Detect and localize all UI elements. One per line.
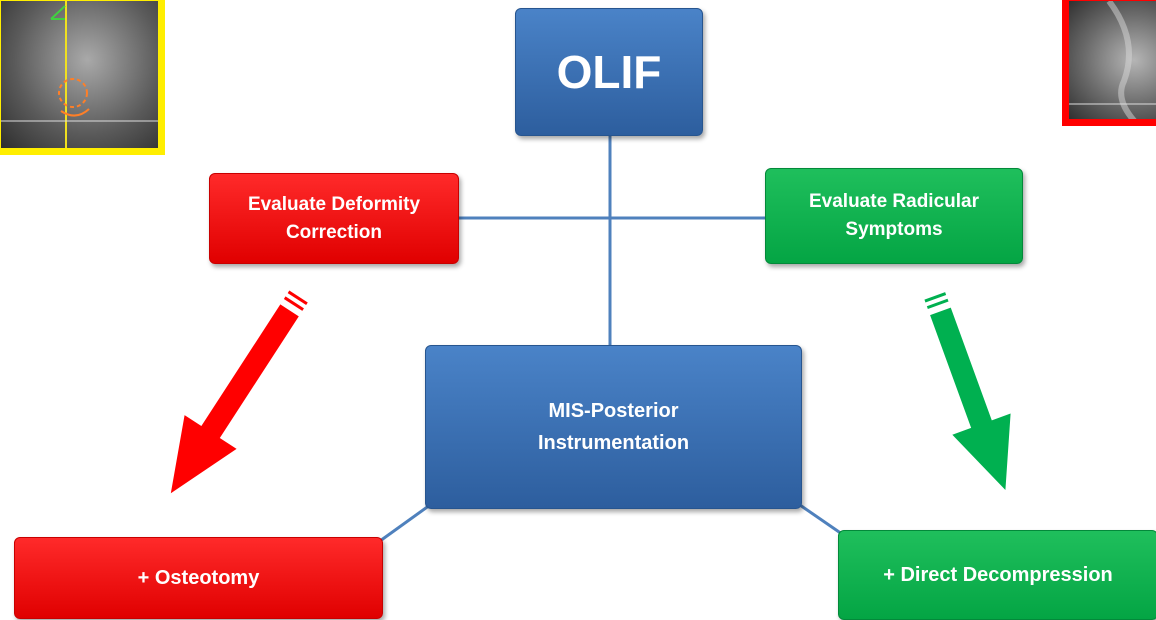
- osteotomy-box: + Osteotomy: [14, 537, 383, 619]
- mis-posterior-line2: Instrumentation: [537, 432, 690, 454]
- direct-decompression-label: + Direct Decompression: [883, 563, 1113, 586]
- osteotomy-label: + Osteotomy: [137, 566, 260, 589]
- evaluate-radicular-box: Evaluate Radicular Symptoms: [765, 168, 1023, 264]
- evaluate-radicular-line1: Evaluate Radicular: [808, 191, 980, 212]
- mis-posterior-line1: MIS-Posterior: [548, 400, 679, 422]
- mis-posterior-box: MIS-Posterior Instrumentation: [425, 345, 802, 509]
- direct-decompression-box: + Direct Decompression: [838, 530, 1156, 620]
- xray-thumbnail-left: [0, 0, 165, 155]
- evaluate-radicular-line2: Symptoms: [845, 219, 943, 240]
- olif-box: OLIF: [515, 8, 703, 136]
- olif-label: OLIF: [556, 46, 662, 98]
- evaluate-deformity-box: Evaluate Deformity Correction: [209, 173, 459, 264]
- green-arrow-icon: [924, 292, 1011, 490]
- connector-mis-to-osteotomy: [379, 503, 431, 543]
- evaluate-deformity-line2: Correction: [285, 221, 383, 243]
- red-arrow-icon: [170, 290, 308, 494]
- evaluate-deformity-line1: Evaluate Deformity: [247, 193, 421, 215]
- connector-mis-to-decompression: [796, 501, 843, 536]
- xray-thumbnail-right: [1062, 0, 1156, 126]
